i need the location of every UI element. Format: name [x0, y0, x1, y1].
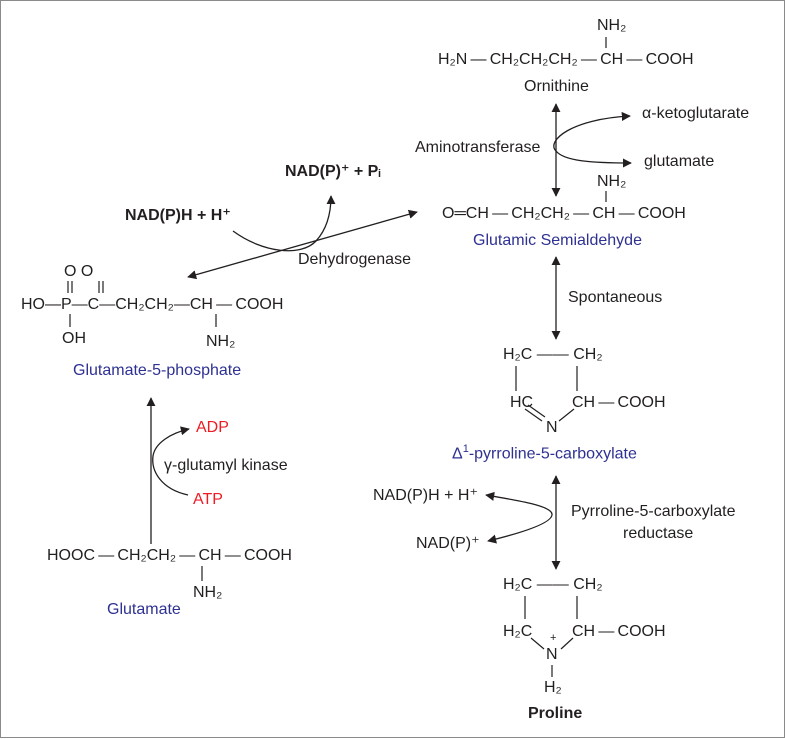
aminotransferase-label: Aminotransferase [415, 139, 541, 156]
proline-ring-top: H₂C —— CH₂ [503, 576, 603, 593]
reductase-label-line2: reductase [623, 525, 694, 542]
proline-ring-nitrogen: N [546, 646, 558, 663]
proline-nitrogen-charge: + [550, 632, 557, 644]
p5c-name-superscript: 1 [462, 443, 469, 455]
dehydrogenase-arrow [187, 209, 418, 280]
semialdehyde-name: Glutamic Semialdehyde [473, 232, 642, 249]
g5p-formula: HO—P—C—CH₂CH₂—CH — COOH [21, 296, 284, 313]
spontaneous-label: Spontaneous [568, 289, 663, 306]
alpha-ketoglutarate-label: α-ketoglutarate [642, 105, 750, 122]
proline-name: Proline [528, 705, 583, 722]
proline-ring-n-left-bond [530, 637, 545, 650]
nadp-curve-arrow [485, 491, 553, 544]
p5c-ring-left: HC [510, 394, 534, 411]
transamination-curve-arrow [553, 111, 632, 168]
reductase-label-line1: Pyrroline-5-carboxylate [571, 503, 736, 520]
g5p-amine: NH₂ [206, 333, 236, 350]
ornithine-formula: H₂N — CH₂CH₂CH₂ — CH — COOH [438, 51, 694, 68]
nadph-curve-arrow [232, 195, 336, 252]
p5c-ring-right: CH — COOH [572, 394, 666, 411]
glutamate-formula: HOOC — CH₂CH₂ — CH — COOH [47, 547, 292, 564]
ornithine-amine: NH₂ [597, 17, 627, 34]
glutamate-name: Glutamate [107, 601, 181, 618]
proline-ring-n-right-bond [560, 637, 574, 650]
p5c-name-delta: Δ [452, 445, 463, 463]
g5p-name: Glutamate-5-phosphate [73, 362, 242, 379]
atp-adp-curve-arrow [152, 426, 190, 496]
g5p-hydroxyl: OH [62, 330, 86, 347]
p5c-name-rest: -pyrroline-5-carboxylate [468, 445, 637, 463]
adp-label: ADP [196, 419, 229, 436]
nadph-h-label: NAD(P)H + H⁺ [373, 487, 478, 504]
proline-ring-left: H₂C [503, 623, 533, 640]
semialdehyde-formula: O═CH — CH₂CH₂ — CH — COOH [442, 205, 686, 222]
glutamyl-kinase-label: γ-glutamyl kinase [164, 457, 288, 474]
dehydrogenase-label: Dehydrogenase [298, 251, 411, 268]
ornithine-name: Ornithine [524, 78, 589, 95]
g5p-oxo-labels: O O [64, 263, 94, 280]
proline-ring-right: CH — COOH [572, 623, 666, 640]
glutamate-amine: NH₂ [193, 584, 223, 601]
nadp-plus-pi-label: NAD(P)⁺ + Pᵢ [285, 163, 381, 180]
glutamate-product-label: glutamate [644, 153, 715, 170]
p5c-ring-top: H₂C —— CH₂ [503, 346, 603, 363]
proline-nitrogen-h2: H₂ [544, 679, 562, 696]
p5c-name: Δ1-pyrroline-5-carboxylate [452, 443, 637, 463]
nadph-h-bold-label: NAD(P)H + H⁺ [125, 207, 231, 224]
p5c-ring-double-bond-a [524, 408, 543, 422]
semialdehyde-amine: NH₂ [597, 173, 627, 190]
atp-label: ATP [193, 491, 223, 508]
p5c-ring-nitrogen: N [546, 419, 558, 436]
nadp-plus-label: NAD(P)⁺ [416, 535, 480, 552]
p5c-ring-n-right-bond [558, 408, 575, 422]
p5c-ring-double-bond-b [527, 404, 546, 418]
